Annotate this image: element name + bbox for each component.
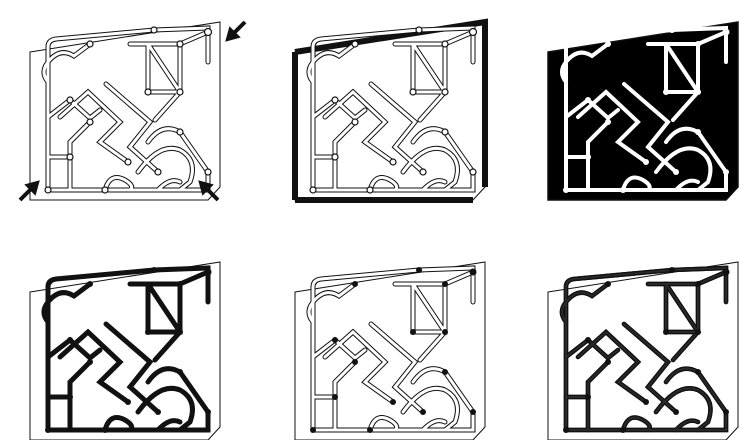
arrow-top-right [220,16,251,47]
panel-outline-with-arrows [30,22,220,200]
panel-nodes-dotted [295,262,485,440]
panel-thick-network [30,262,220,440]
panel-mixed-thick-thin [548,262,738,440]
panel-black-fill [548,22,738,200]
panel-outline-thick-edges [295,22,485,200]
